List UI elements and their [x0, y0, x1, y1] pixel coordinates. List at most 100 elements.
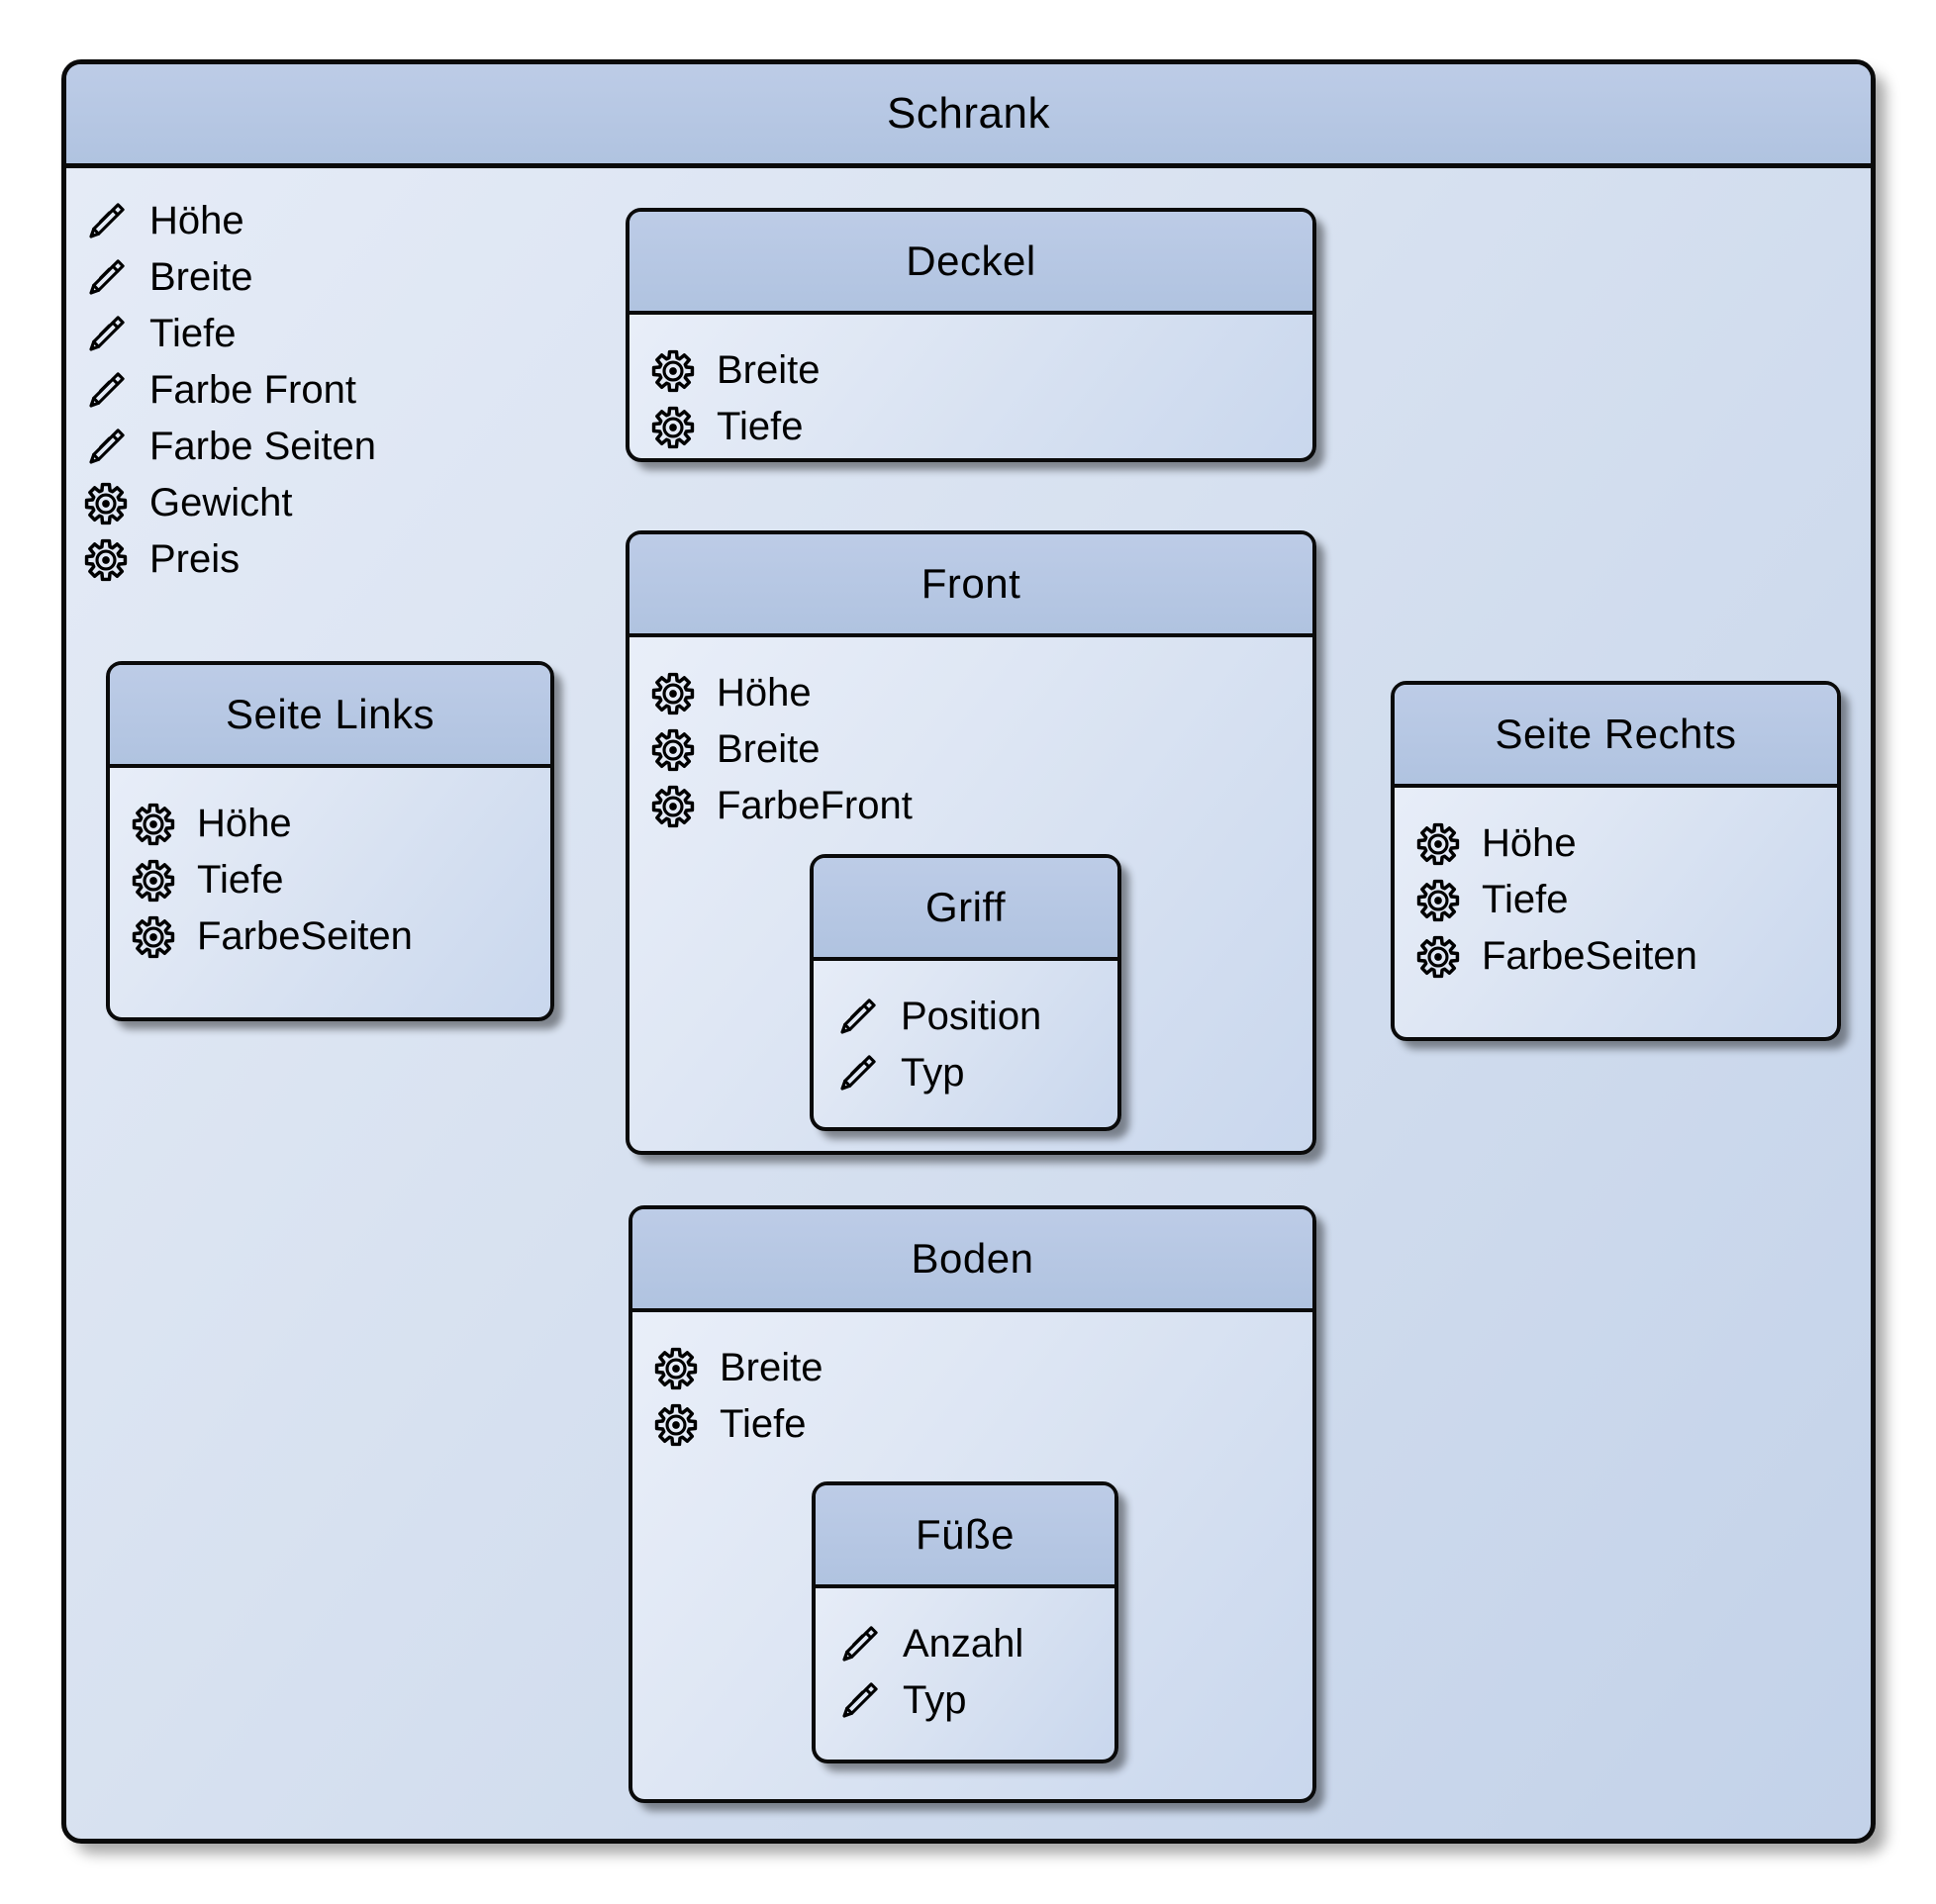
gear-icon [132, 915, 175, 959]
attribute-row: Farbe Front [84, 362, 376, 419]
attribute-label: Anzahl [903, 1622, 1024, 1666]
pencil-icon [835, 1052, 879, 1095]
attribute-label: Breite [720, 1346, 823, 1389]
gear-icon [84, 482, 128, 525]
attribute-label: Tiefe [197, 858, 284, 902]
attribute-row: Tiefe [654, 1396, 1312, 1453]
gear-icon [654, 1403, 698, 1447]
attribute-label: Farbe Seiten [149, 425, 377, 468]
attribute-label: Farbe Front [149, 368, 356, 412]
attribute-row: Anzahl [837, 1616, 1114, 1672]
gear-icon [651, 349, 695, 393]
gear-icon [651, 672, 695, 715]
box-boden-header: Boden [632, 1209, 1312, 1312]
attribute-row: Höhe [651, 665, 1312, 721]
attribute-label: Tiefe [149, 312, 237, 355]
box-title: Front [920, 560, 1021, 607]
pencil-icon [835, 996, 879, 1039]
box-seite-links-header: Seite Links [110, 665, 550, 768]
attribute-row: Höhe [84, 193, 376, 249]
attribute-row: Höhe [1416, 815, 1837, 872]
attribute-row: Typ [835, 1045, 1117, 1101]
attribute-label: FarbeSeiten [197, 914, 413, 958]
attribute-label: FarbeSeiten [1482, 934, 1697, 978]
attribute-row: Breite [651, 721, 1312, 778]
attribute-row: Gewicht [84, 475, 376, 531]
gear-icon [651, 785, 695, 828]
attribute-row: Tiefe [1416, 872, 1837, 928]
box-fuesse-header: Füße [816, 1485, 1114, 1588]
attribute-row: Farbe Seiten [84, 419, 376, 475]
box-deckel-header: Deckel [629, 212, 1312, 315]
attribute-row: Tiefe [132, 852, 550, 908]
pencil-icon [84, 200, 128, 243]
attribute-row: Position [835, 989, 1117, 1045]
attribute-label: Preis [149, 537, 241, 581]
pencil-icon [84, 256, 128, 300]
box-seite-rechts-header: Seite Rechts [1395, 685, 1837, 788]
attribute-label: Tiefe [717, 405, 804, 448]
attribute-label: Breite [717, 727, 821, 771]
attribute-row: Breite [654, 1340, 1312, 1396]
attribute-row: Preis [84, 531, 376, 588]
attribute-label: FarbeFront [717, 784, 913, 827]
attribute-label: Tiefe [720, 1402, 807, 1446]
attribute-row: Höhe [132, 796, 550, 852]
gear-icon [132, 803, 175, 846]
attribute-label: Typ [903, 1678, 967, 1722]
attribute-label: Breite [717, 348, 821, 392]
box-title: Schrank [887, 89, 1050, 138]
gear-icon [654, 1347, 698, 1390]
attribute-row: Breite [651, 342, 1312, 399]
attribute-row: FarbeSeiten [1416, 928, 1837, 985]
attribute-label: Tiefe [1482, 878, 1569, 921]
pencil-icon [837, 1623, 881, 1666]
attribute-label: Höhe [149, 199, 244, 242]
gear-icon [84, 538, 128, 582]
attribute-row: Typ [837, 1672, 1114, 1729]
pencil-icon [837, 1679, 881, 1723]
attribute-row: Tiefe [84, 306, 376, 362]
box-title: Seite Links [226, 691, 435, 737]
pencil-icon [84, 313, 128, 356]
attribute-row: FarbeSeiten [132, 908, 550, 965]
box-title: Seite Rechts [1495, 711, 1737, 757]
attribute-label: Höhe [1482, 821, 1577, 865]
attribute-label: Breite [149, 255, 253, 299]
gear-icon [132, 859, 175, 903]
attribute-label: Gewicht [149, 481, 293, 524]
box-title: Griff [924, 884, 1007, 930]
attribute-label: Höhe [197, 802, 292, 845]
pencil-icon [84, 369, 128, 413]
attribute-label: Höhe [717, 671, 812, 714]
box-front-header: Front [629, 534, 1312, 637]
box-title: Deckel [906, 238, 1036, 284]
gear-icon [1416, 879, 1460, 922]
attribute-row: FarbeFront [651, 778, 1312, 834]
box-schrank-header: Schrank [66, 64, 1871, 168]
attribute-label: Typ [901, 1051, 965, 1095]
box-title: Füße [915, 1511, 1016, 1558]
pencil-icon [84, 426, 128, 469]
attribute-label: Position [901, 995, 1042, 1038]
attribute-row: Tiefe [651, 399, 1312, 455]
gear-icon [1416, 935, 1460, 979]
gear-icon [1416, 822, 1460, 866]
gear-icon [651, 406, 695, 449]
